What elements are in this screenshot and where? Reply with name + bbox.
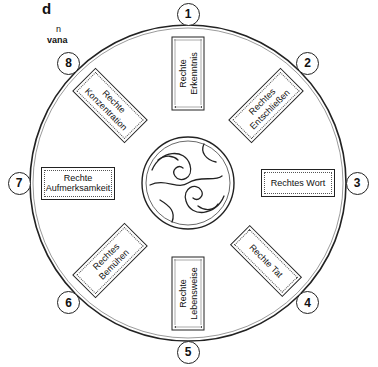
number-circle: 3 xyxy=(346,172,369,195)
number-circle: 7 xyxy=(8,172,31,195)
spoke-box: Rechte Konzentration xyxy=(72,67,148,143)
number-circle: 4 xyxy=(296,291,319,314)
dotted-frame: Rechtes Entschließen xyxy=(232,72,299,139)
callout-number: 2 xyxy=(304,56,311,70)
spoke-box: Rechtes Wort xyxy=(261,169,335,197)
spoke-box: Rechtes Entschließen xyxy=(228,67,304,143)
path-label: Rechtes Wort xyxy=(271,178,325,188)
heading-fragment: n xyxy=(56,24,61,34)
callout-number: 1 xyxy=(185,7,192,21)
number-circle: 6 xyxy=(57,291,80,314)
number-circle: 5 xyxy=(177,341,200,364)
spoke-box: Rechte Lebensweise xyxy=(172,256,205,330)
path-label: Rechtes Bemühen xyxy=(82,232,139,289)
callout-number: 5 xyxy=(185,345,192,359)
dotted-frame: Rechte Lebensweise xyxy=(175,259,202,327)
path-label: Rechte Lebensweise xyxy=(178,263,199,323)
spoke-box: Rechte Erkenntnis xyxy=(172,36,205,110)
dotted-frame: Rechte Erkenntnis xyxy=(175,39,202,107)
path-label: Rechte Tat xyxy=(247,242,285,280)
number-circle: 2 xyxy=(296,52,319,75)
callout-number: 8 xyxy=(65,56,72,70)
dotted-frame: Rechtes Bemühen xyxy=(77,227,144,294)
spoke-box: Rechtes Bemühen xyxy=(72,223,148,299)
callout-number: 7 xyxy=(16,176,23,190)
heading-fragment: vana xyxy=(47,35,68,45)
path-label: Rechte Erkenntnis xyxy=(178,43,199,103)
callout-number: 3 xyxy=(354,176,361,190)
dotted-frame: Rechtes Wort xyxy=(264,172,332,194)
path-label: Rechte Aufmerksamkeit xyxy=(46,173,111,194)
callout-number: 6 xyxy=(65,296,72,310)
heading-fragment: d xyxy=(42,0,51,17)
dotted-frame: Rechte Aufmerksamkeit xyxy=(44,170,112,197)
number-circle: 1 xyxy=(177,3,200,26)
dotted-frame: Rechte Tat xyxy=(234,229,298,293)
number-circle: 8 xyxy=(57,52,80,75)
path-label: Rechtes Entschließen xyxy=(237,77,294,134)
spoke-box: Rechte Tat xyxy=(230,225,302,297)
path-label: Rechte Konzentration xyxy=(82,77,139,134)
dotted-frame: Rechte Konzentration xyxy=(77,72,144,139)
spoke-box: Rechte Aufmerksamkeit xyxy=(41,167,115,200)
callout-number: 4 xyxy=(304,296,311,310)
